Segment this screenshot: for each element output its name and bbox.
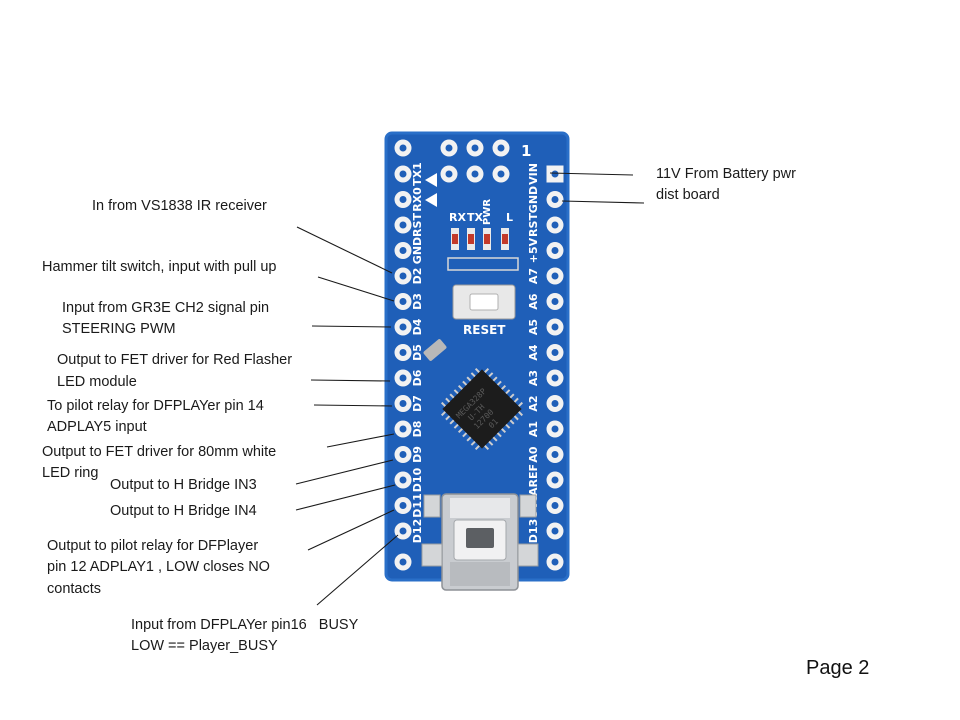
annotation-battery-line1: 11V From Battery pwr bbox=[656, 166, 796, 182]
left-pin-label: D5 bbox=[411, 344, 424, 361]
left-pin-label: D11 bbox=[411, 493, 424, 517]
left-pin-label: D10 bbox=[411, 467, 424, 492]
top-icsp-pads bbox=[394, 139, 510, 183]
right-pin-label: A3 bbox=[527, 370, 540, 386]
leader-pilot14 bbox=[313, 404, 393, 407]
leader-red-flasher bbox=[310, 379, 391, 382]
annotation-white-ring-line2: LED ring bbox=[42, 465, 98, 481]
right-pin-label: A7 bbox=[527, 268, 540, 284]
annotation-vs1838: In from VS1838 IR receiver bbox=[92, 198, 267, 214]
right-pin-label: A2 bbox=[527, 395, 540, 411]
leader-lines bbox=[295, 172, 645, 606]
status-leds: RX TX PWR L bbox=[447, 199, 519, 271]
annotation-white-ring-line1: Output to FET driver for 80mm white bbox=[42, 444, 276, 460]
leader-battery-vin bbox=[549, 172, 634, 176]
crystal bbox=[423, 339, 447, 361]
right-pin-label: RST bbox=[527, 213, 540, 237]
annotations: In from VS1838 IR receiver Hammer tilt s… bbox=[42, 166, 796, 654]
leader-battery-gnd bbox=[561, 200, 645, 204]
right-pin-label: A6 bbox=[527, 293, 540, 310]
led-label-l: L bbox=[506, 211, 513, 224]
annotation-pilot12-line3: contacts bbox=[47, 581, 101, 597]
right-pin-label: VIN bbox=[527, 163, 540, 185]
right-pin-label: A1 bbox=[527, 421, 540, 437]
reset-label: RESET bbox=[463, 323, 506, 337]
left-pin-label: TX1 bbox=[411, 162, 424, 186]
leader-pilot12 bbox=[307, 509, 395, 551]
left-pin-label: RST bbox=[411, 213, 424, 237]
left-pin-label: D7 bbox=[411, 395, 424, 412]
annotation-pilot12-line1: Output to pilot relay for DFPlayer bbox=[47, 538, 258, 554]
leader-gr3e bbox=[311, 325, 392, 328]
left-pin-label: D2 bbox=[411, 268, 424, 285]
left-pin-label: GND bbox=[411, 237, 424, 264]
annotation-hammer: Hammer tilt switch, input with pull up bbox=[42, 259, 277, 275]
arduino-nano-board: 1 TX1RX0RSTGNDD2D3D4D5D6D7D8D9D10D11D12 … bbox=[384, 131, 570, 591]
leader-in3 bbox=[295, 459, 394, 485]
left-pin-label: D6 bbox=[411, 369, 424, 386]
rx-arrow-icon bbox=[425, 193, 437, 207]
annotation-gr3e-line2: STEERING PWM bbox=[62, 321, 176, 337]
page-label: Page 2 bbox=[806, 657, 869, 679]
right-pin-label: GND bbox=[527, 186, 540, 213]
annotation-gr3e-line1: Input from GR3E CH2 signal pin bbox=[62, 300, 269, 316]
pin1-mark: 1 bbox=[521, 142, 531, 160]
left-pin-label: D4 bbox=[411, 318, 424, 335]
annotation-red-flasher-line1: Output to FET driver for Red Flasher bbox=[57, 352, 292, 368]
usb-connector bbox=[421, 493, 539, 591]
annotation-red-flasher-line2: LED module bbox=[57, 374, 137, 390]
annotation-busy-line1: Input from DFPLAYer pin16 BUSY bbox=[131, 617, 359, 633]
annotation-busy-line2: LOW == Player_BUSY bbox=[131, 638, 278, 654]
right-pin-label: A0 bbox=[527, 446, 540, 463]
leader-hammer bbox=[317, 276, 395, 302]
leader-vs1838 bbox=[296, 226, 393, 274]
right-pin-label: A5 bbox=[527, 319, 540, 335]
annotation-in3: Output to H Bridge IN3 bbox=[110, 477, 257, 493]
reset-button: RESET bbox=[452, 284, 516, 337]
right-pin-label: +5V bbox=[527, 237, 540, 263]
annotation-pilot14-line1: To pilot relay for DFPLAYer pin 14 bbox=[47, 398, 264, 414]
led-label-rx: RX bbox=[449, 211, 466, 224]
microcontroller-chip: MEGA328P U-TH 12700 01 bbox=[440, 367, 524, 451]
left-pin-label: D9 bbox=[411, 446, 424, 463]
left-pin-label: D12 bbox=[411, 519, 424, 543]
left-pin-label: RX0 bbox=[411, 187, 424, 212]
annotation-in4: Output to H Bridge IN4 bbox=[110, 503, 257, 519]
right-pin-label: D13 bbox=[527, 519, 540, 543]
left-pin-label: D3 bbox=[411, 293, 424, 310]
leader-in4 bbox=[295, 484, 396, 511]
annotation-pilot14-line2: ADPLAY5 input bbox=[47, 419, 147, 435]
left-pin-label: D8 bbox=[411, 421, 424, 438]
led-label-pwr: PWR bbox=[482, 199, 493, 225]
led-label-tx: TX bbox=[467, 211, 484, 224]
leader-white-ring bbox=[326, 433, 395, 448]
header-pads bbox=[394, 165, 564, 571]
annotation-pilot12-line2: pin 12 ADPLAY1 , LOW closes NO bbox=[47, 559, 270, 575]
annotation-battery-line2: dist board bbox=[656, 187, 720, 203]
tx-arrow-icon bbox=[425, 173, 437, 187]
right-pin-label: AREF bbox=[527, 464, 540, 496]
right-pin-label: A4 bbox=[527, 344, 540, 361]
leader-busy bbox=[316, 534, 399, 606]
